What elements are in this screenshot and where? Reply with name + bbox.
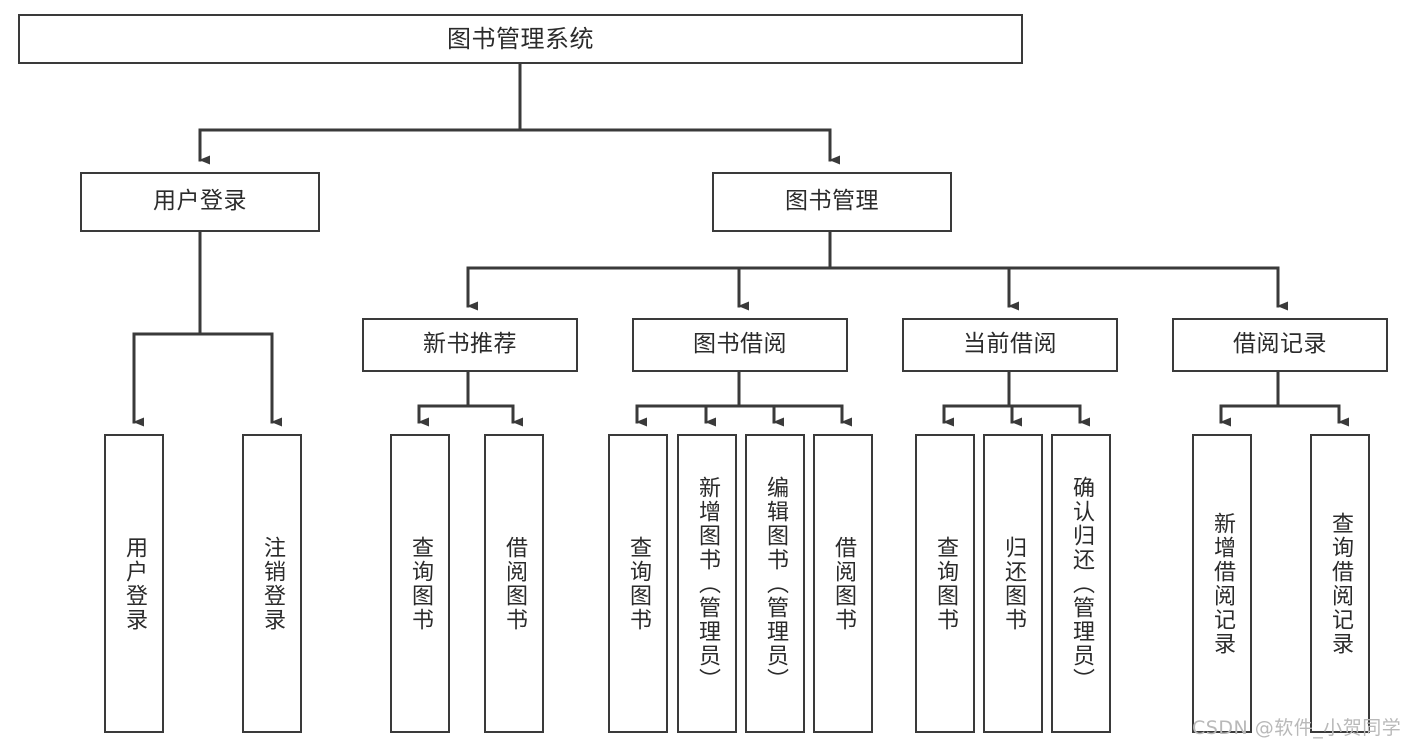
node-label: 借阅记录 (1233, 331, 1327, 358)
node-leaf-query-book-3[interactable]: 查询图书 (915, 434, 975, 733)
node-label: 用户登录 (153, 188, 247, 215)
node-leaf-edit-book-admin[interactable]: 编辑图书（管理员） (745, 434, 805, 733)
node-new-book-recommend[interactable]: 新书推荐 (362, 318, 578, 372)
node-leaf-borrow-book-1[interactable]: 借阅图书 (484, 434, 544, 733)
node-label: 新增借阅记录 (1209, 511, 1235, 656)
node-label: 查询图书 (932, 535, 958, 632)
node-label: 查询借阅记录 (1327, 511, 1353, 656)
node-book-manage[interactable]: 图书管理 (712, 172, 952, 232)
node-label: 当前借阅 (963, 331, 1057, 358)
node-leaf-query-borrow-record[interactable]: 查询借阅记录 (1310, 434, 1370, 733)
node-label: 新增图书（管理员） (694, 475, 720, 692)
node-leaf-add-borrow-record[interactable]: 新增借阅记录 (1192, 434, 1252, 733)
node-label: 归还图书 (1000, 535, 1026, 632)
watermark-text: CSDN @软件_小贺同学 (1192, 717, 1402, 739)
node-label: 图书借阅 (693, 331, 787, 358)
node-leaf-user-login[interactable]: 用户登录 (104, 434, 164, 733)
node-leaf-add-book-admin[interactable]: 新增图书（管理员） (677, 434, 737, 733)
node-user-login[interactable]: 用户登录 (80, 172, 320, 232)
node-label: 确认归还（管理员） (1068, 475, 1094, 692)
node-leaf-query-book-1[interactable]: 查询图书 (390, 434, 450, 733)
node-leaf-confirm-return-admin[interactable]: 确认归还（管理员） (1051, 434, 1111, 733)
node-label: 新书推荐 (423, 331, 517, 358)
node-label: 借阅图书 (830, 535, 856, 632)
node-label: 用户登录 (121, 535, 147, 632)
node-leaf-borrow-book-2[interactable]: 借阅图书 (813, 434, 873, 733)
node-leaf-query-book-2[interactable]: 查询图书 (608, 434, 668, 733)
node-borrow-record[interactable]: 借阅记录 (1172, 318, 1388, 372)
node-label: 注销登录 (259, 535, 285, 632)
node-leaf-logout[interactable]: 注销登录 (242, 434, 302, 733)
node-current-borrow[interactable]: 当前借阅 (902, 318, 1118, 372)
node-label: 查询图书 (625, 535, 651, 632)
node-label: 查询图书 (407, 535, 433, 632)
node-label: 图书管理系统 (447, 24, 594, 53)
node-leaf-return-book[interactable]: 归还图书 (983, 434, 1043, 733)
node-label: 借阅图书 (501, 535, 527, 632)
node-label: 编辑图书（管理员） (762, 475, 788, 692)
node-book-borrow[interactable]: 图书借阅 (632, 318, 848, 372)
node-root-system[interactable]: 图书管理系统 (18, 14, 1023, 64)
node-label: 图书管理 (785, 188, 879, 215)
